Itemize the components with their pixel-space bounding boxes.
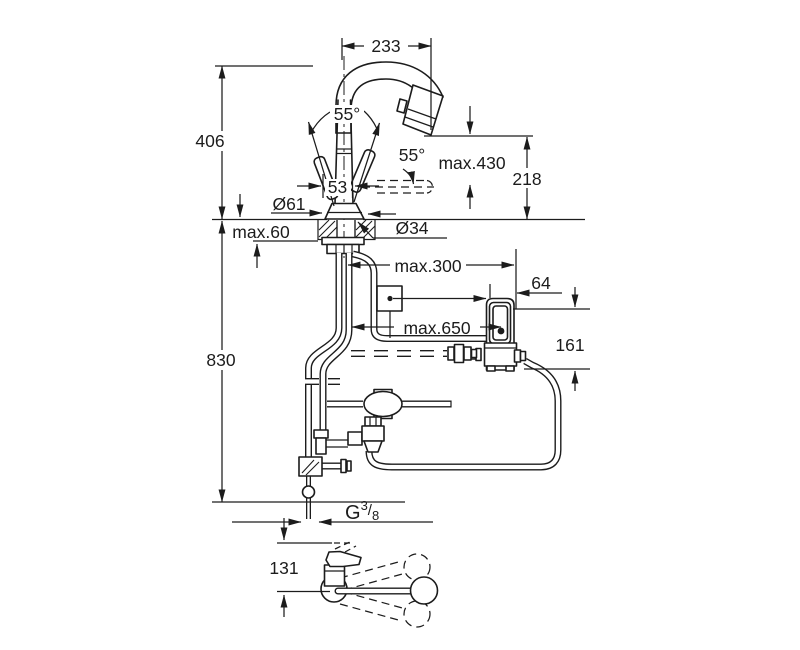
check-valve [313,416,385,455]
faucet-artwork [298,56,562,628]
spout-spray-head [402,84,444,136]
dim-box-depth-label: 64 [531,273,551,293]
ball-joint [301,485,316,499]
inline-filter [363,388,403,420]
box-screw [497,327,505,335]
supply-elbow [298,456,352,499]
spray-head-ball-end [409,576,439,605]
control-box [469,297,527,372]
dim-height-label: 406 [195,131,224,151]
dim-spout-reach-label: 233 [371,36,400,56]
thread-size-label: G3/8 [345,498,379,524]
dim-hose-drop-label: 830 [206,350,235,370]
dim-deck-thickness-label: max.60 [232,222,290,242]
dim-box-height-label: 161 [555,335,584,355]
faucet-base [324,202,365,220]
dim-max-hose-label: max.650 [403,318,470,338]
thread-numerator: 3 [361,498,368,513]
hose-coupling [447,343,478,364]
spray-head-side-view [320,540,439,628]
dimension-labels: 233 406 max.430 218 55° 55° 53 Ø61 max.6… [195,36,584,578]
thread-denominator: 8 [372,508,379,523]
spout-arc [335,61,444,136]
mounting-nut [321,236,365,255]
dimension-lines [212,38,590,617]
label-backgrounds [188,37,547,370]
angle-right-label: 55° [399,145,425,165]
thread-slash: / [368,502,373,519]
counter-section [317,219,376,241]
thread-letter: G [345,502,361,524]
spray-head-lever [325,550,362,568]
angle-left-label: 55° [334,104,360,124]
dim-base-diameter-label: Ø61 [272,194,305,214]
dim-hole-diameter-label: Ø34 [395,218,428,238]
dim-outlet-height-label: 218 [512,169,541,189]
dim-max-side-run-label: max.300 [394,256,461,276]
dim-max-height-label: max.430 [438,153,505,173]
dim-body-width-label: 53 [328,177,347,197]
dim-spray-length-label: 131 [269,558,298,578]
